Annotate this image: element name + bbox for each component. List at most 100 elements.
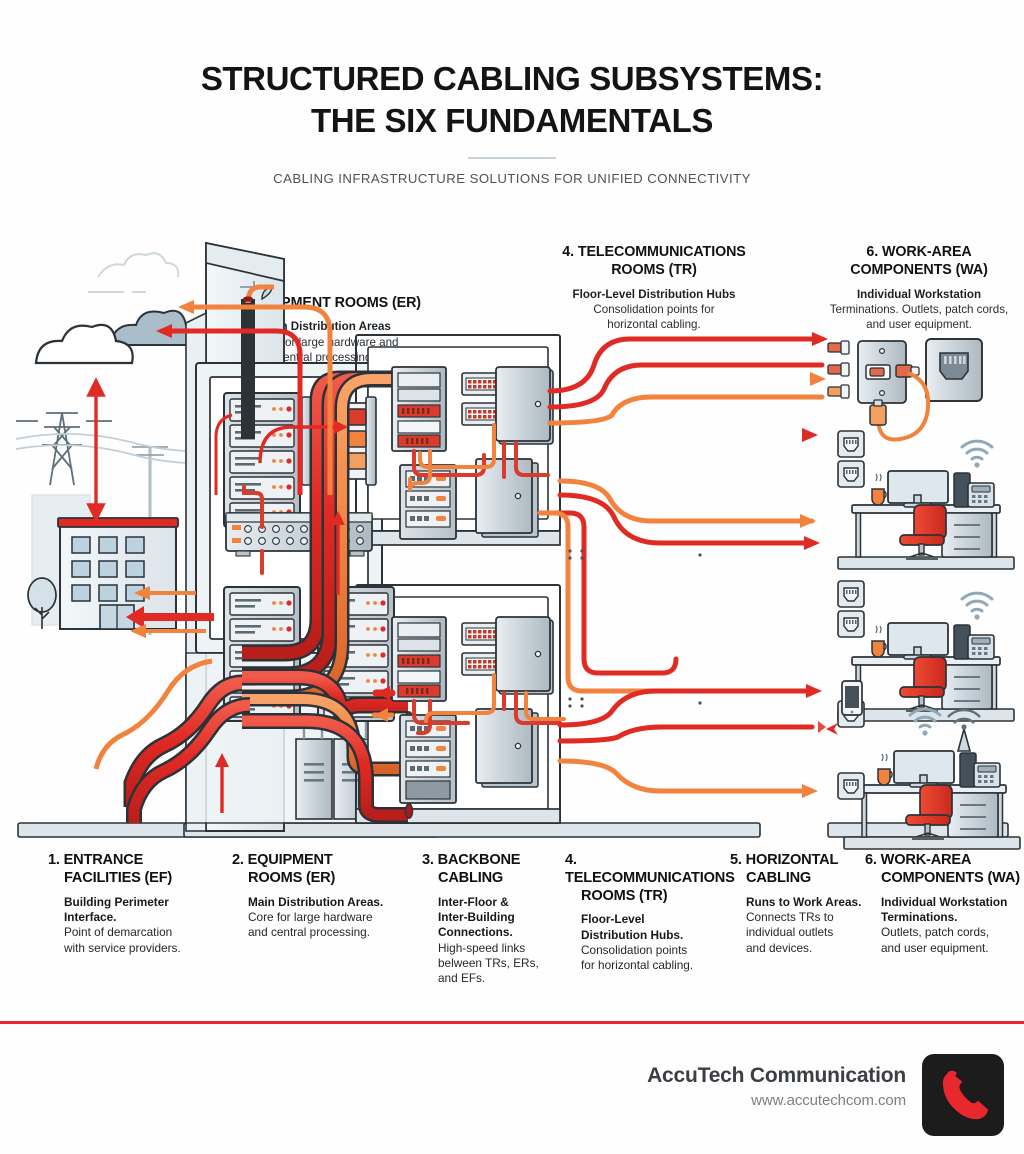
callout-tr-sub: Floor-Level Distribution Hubs — [572, 287, 736, 301]
tr-upper-floor-cabinet — [475, 458, 539, 538]
legend-6-strong-1: Individual Workstation — [881, 894, 1008, 909]
legend-3-text-3: and EFs. — [438, 971, 486, 986]
building-roof-band — [57, 517, 179, 528]
telecom-room-upper — [391, 366, 554, 540]
hanging-patch-cord — [876, 371, 931, 442]
phone-handset-icon — [942, 1070, 988, 1120]
legend-item-work-area: 6. Work-Area Components (WA) Individual … — [865, 852, 1024, 956]
wa-faceplate-group — [827, 338, 983, 442]
brand-block: AccuTech Communication www.accutechcom.c… — [647, 1064, 906, 1109]
callout-er-sub: Main Distribution Areas — [261, 320, 391, 334]
company-logo — [922, 1054, 1004, 1136]
legend-3-text-2: belween TRs, ERs, — [438, 955, 539, 970]
legend-3-text-1: High-speed links — [438, 940, 526, 955]
legend-4-number: 4. Telecommunications Rooms (TR) — [565, 852, 735, 904]
wa1-outlet-2 — [837, 460, 865, 488]
legend-3-strong-2: Inter-Building — [438, 909, 515, 924]
callout-tr-heading-1: 4. Telecommunications — [562, 244, 746, 260]
callout-telecom-rooms: 4. Telecommunications Rooms (TR) Floor-L… — [538, 243, 770, 333]
backbone-to-entrance — [93, 658, 251, 823]
rj45-jack-large — [925, 338, 983, 402]
callout-wa-heading-2: Components (WA) — [850, 262, 988, 279]
callout-er-body-1: Core for large hardware and — [253, 335, 399, 349]
callout-wa-body-1: Terminations. Outlets, patch cords, — [829, 302, 1009, 316]
callout-wa-heading-1: 6. Work-Area — [866, 244, 972, 260]
work-area-desk-1 — [837, 439, 1015, 570]
tr-upper-cabinet — [495, 366, 554, 445]
horizontal-cabling-runs — [537, 332, 828, 798]
legend-2-number: 2. Equipment Rooms (ER) — [232, 852, 336, 886]
cable-tray-dots — [568, 549, 702, 708]
tree-icon — [27, 577, 57, 629]
legend-item-backbone-cabling: 3. Backbone Cabling Inter-Floor & Inter-… — [422, 852, 572, 987]
callout-work-area: 6. Work-Area Components (WA) Individual … — [820, 243, 1018, 333]
legend-6-text-1: Outlets, patch cords, — [881, 925, 990, 940]
title-line-2: The Six Fundamentals — [310, 101, 714, 139]
legend-5-text-3: and devices. — [746, 940, 813, 955]
demarcation-arrow — [86, 377, 106, 523]
cloud-arrows — [156, 300, 333, 496]
brand-url[interactable]: www.accutechcom.com — [751, 1092, 906, 1109]
legend-6-text-2: and user equipment. — [881, 940, 989, 955]
legend-row: 1. Entrance Facilities (EF) Building Per… — [0, 852, 1024, 1002]
legend-6-number: 6. Work-Area Components (WA) — [865, 852, 1020, 886]
wa3-outlet-2 — [837, 772, 865, 800]
legend-item-entrance-facilities: 1. Entrance Facilities (EF) Building Per… — [48, 852, 224, 956]
legend-item-telecom-rooms: 4. Telecommunications Rooms (TR) Floor-L… — [565, 852, 737, 974]
flow-arrows — [214, 413, 348, 813]
legend-5-number: 5. Horizontal Cabling — [730, 852, 839, 886]
tower-roof-slab — [205, 241, 285, 283]
legend-1-strong-1: Building Perimeter — [64, 894, 169, 909]
legend-5-text-2: individual outlets — [746, 925, 834, 940]
title-divider — [468, 157, 556, 160]
legend-4-strong-2: Distribution Hubs. — [581, 927, 684, 942]
callout-tr-body-2: horizontal cabling. — [607, 318, 701, 332]
sky-cloud-outline — [88, 252, 180, 293]
wireless-burst-icon — [818, 721, 838, 735]
legend-2-text-2: and central processing. — [248, 925, 370, 940]
page-title: Structured Cabling Subsystems: The Six F… — [0, 58, 1024, 141]
tr-upper-wall-rack — [391, 366, 447, 452]
ef-arrows — [126, 586, 214, 638]
callout-wa-sub: Individual Workstation — [856, 287, 982, 301]
callout-wa-body-2: and user equipment. — [866, 318, 972, 332]
wa2-outlet-2 — [837, 610, 865, 638]
tr-lower-wall-rack — [391, 616, 447, 702]
legend-4-text-1: Consolidation points — [581, 943, 688, 958]
callout-tr-body-1: Consolidation points for — [593, 302, 715, 316]
brand-name: AccuTech Communication — [647, 1064, 906, 1087]
work-area-components — [818, 338, 1021, 850]
legend-3-number: 3. Backbone Cabling — [422, 852, 521, 886]
title-line-1: Structured Cabling Subsystems: — [200, 60, 824, 97]
header: Structured Cabling Subsystems: The Six F… — [0, 58, 1024, 186]
page-subtitle: Cabling Infrastructure Solutions for Uni… — [273, 171, 751, 187]
legend-1-text-2: with service providers. — [64, 940, 181, 955]
legend-4-strong-1: Floor-Level — [581, 912, 645, 927]
riser-cable — [241, 284, 274, 439]
usb-plug-icon — [869, 399, 887, 426]
wa1-outlet-1 — [837, 430, 865, 458]
wa2-outlet-1 — [837, 580, 865, 608]
legend-item-horizontal-cabling: 5. Horizontal Cabling Runs to Work Areas… — [730, 852, 866, 956]
tr-lower-patch-cords — [371, 673, 566, 735]
legend-3-strong-1: Inter-Floor & — [438, 894, 509, 909]
tr-lower-cabinet — [495, 616, 554, 695]
mobile-phone-icon — [841, 680, 863, 716]
legend-1-text-1: Point of demarcation — [64, 925, 173, 940]
cell-tower-icon — [947, 708, 981, 752]
wa2-outlets — [837, 580, 865, 638]
footer: AccuTech Communication www.accutechcom.c… — [0, 1050, 1024, 1154]
core-switch — [225, 512, 373, 557]
cabling-diagram — [0, 195, 1024, 855]
legend-6-strong-2: Terminations. — [881, 909, 958, 924]
legend-1-strong-2: Interface. — [64, 909, 117, 924]
legend-item-equipment-rooms: 2. Equipment Rooms (ER) Main Distributio… — [232, 852, 408, 941]
legend-2-text-1: Core for large hardware — [248, 909, 373, 924]
wa1-outlets — [837, 430, 865, 488]
cloud-icon — [34, 309, 202, 365]
tr-upper-patch-cords — [408, 423, 550, 492]
entrance-building — [57, 517, 179, 630]
telecom-room-lower — [371, 616, 566, 804]
legend-3-strong-3: Connections. — [438, 925, 513, 940]
